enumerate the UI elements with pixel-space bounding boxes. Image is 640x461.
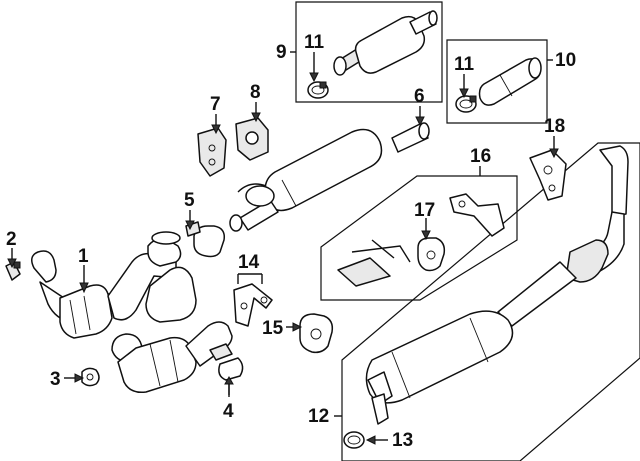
group-box-10 — [446, 39, 548, 124]
callout-11-b: 11 — [454, 54, 475, 75]
part-1-catalytic-converter[interactable] — [31, 231, 197, 339]
callout-3: 3 — [50, 369, 61, 390]
part-10-pipe[interactable] — [478, 57, 542, 106]
callout-5: 5 — [184, 190, 195, 211]
part-5-clamp[interactable] — [185, 221, 226, 258]
part-7-bracket[interactable] — [197, 127, 227, 177]
part-9-resonator-pipe[interactable] — [333, 10, 438, 76]
callouts: 1 2 3 4 5 6 7 8 9 10 11 11 12 13 14 15 1… — [6, 32, 576, 451]
callout-14: 14 — [238, 252, 260, 273]
part-17-isolator[interactable] — [417, 237, 446, 272]
callout-13: 13 — [392, 430, 413, 451]
callout-11-a: 11 — [304, 32, 325, 53]
callout-6: 6 — [414, 86, 425, 107]
group-box-9 — [295, 1, 443, 103]
callout-9: 9 — [276, 42, 287, 63]
part-12-muffler-tailpipe[interactable] — [365, 145, 629, 425]
callout-17: 17 — [414, 200, 435, 221]
callout-7: 7 — [210, 94, 221, 115]
part-15-hanger[interactable] — [299, 313, 334, 354]
part-8-hanger[interactable] — [235, 117, 269, 161]
part-11-clamp-b[interactable] — [455, 95, 477, 113]
part-6-muffler[interactable] — [229, 122, 430, 232]
part-18-bracket[interactable] — [529, 149, 567, 201]
part-13-clamp[interactable] — [343, 431, 365, 449]
group-box-16 — [320, 175, 518, 301]
callout-2: 2 — [6, 229, 17, 250]
part-4-isolator[interactable] — [209, 343, 244, 395]
catalytic-converter-right[interactable] — [111, 321, 233, 394]
callout-12: 12 — [308, 406, 329, 427]
part-11-clamp[interactable] — [307, 81, 329, 99]
callout-16: 16 — [470, 146, 491, 167]
callout-15: 15 — [262, 318, 284, 339]
callout-18: 18 — [544, 116, 565, 137]
callout-10: 10 — [555, 50, 576, 71]
callout-8: 8 — [250, 82, 261, 103]
group-box-12 — [341, 142, 640, 461]
callout-4: 4 — [223, 401, 234, 422]
part-3-gasket[interactable] — [81, 367, 100, 387]
callout-1: 1 — [78, 246, 89, 267]
leader-lines — [7, 51, 559, 445]
part-16-bracket-assembly[interactable] — [337, 193, 505, 287]
part-14-bracket[interactable] — [233, 283, 273, 327]
